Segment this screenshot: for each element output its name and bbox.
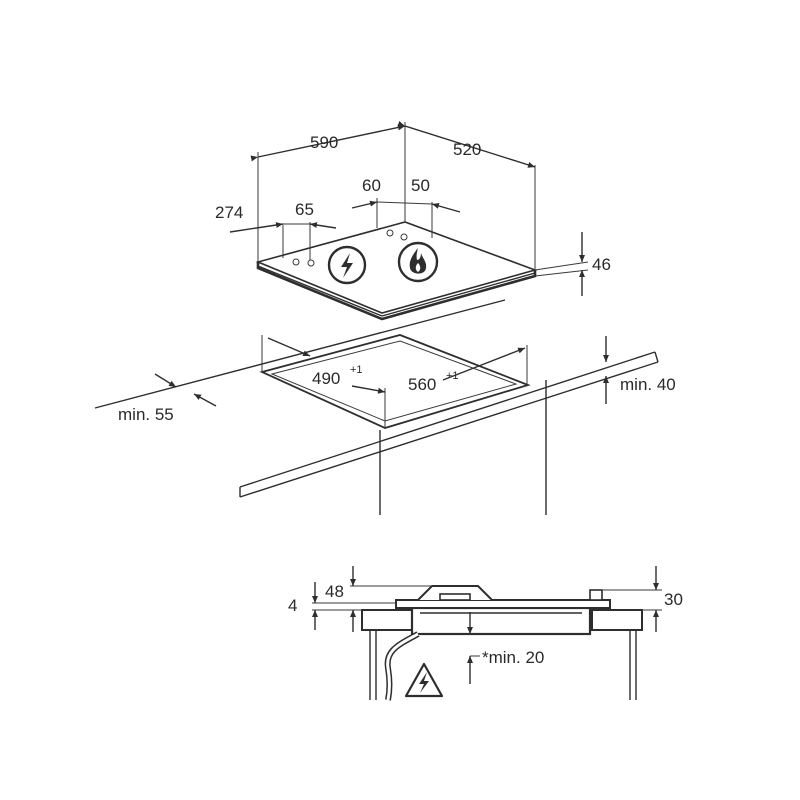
warning-electric-icon [404, 662, 444, 698]
dim-label-490: 490 [312, 369, 340, 388]
electric-hazard-icon [327, 245, 367, 285]
dim-tol-560: +1 [446, 370, 459, 382]
dim-line-520 [397, 121, 536, 168]
dim-label-4: 4 [288, 596, 297, 615]
cutout-opening [259, 334, 531, 429]
side-section-view: 4 48 30 *min. 20 [288, 566, 683, 701]
dim-label-min20: *min. 20 [482, 648, 544, 667]
dim-label-min55: min. 55 [118, 405, 174, 424]
worktop-right-section [591, 609, 643, 631]
dim-label-30: 30 [664, 590, 683, 609]
knob-symbol-3 [386, 229, 394, 237]
hob-plate [255, 221, 538, 314]
dim-line-490 [267, 337, 311, 357]
dim-line-560 [442, 347, 526, 381]
hob-top-unit: 590 520 60 50 274 65 46 [215, 121, 611, 321]
dim-label-274: 274 [215, 203, 243, 222]
hob-body-section [410, 606, 592, 636]
dim-label-560: 560 [408, 375, 436, 394]
hob-plate-section [395, 599, 611, 609]
dim-label-590: 590 [310, 133, 338, 152]
dim-label-min40: min. 40 [620, 375, 676, 394]
dim-label-65: 65 [295, 200, 314, 219]
worktop-cutout: 490 +1 560 +1 min. 55 min. 40 [94, 299, 676, 515]
burner-support [417, 585, 493, 601]
knob-section [589, 589, 603, 601]
dim-tol-490: +1 [350, 364, 363, 376]
knob-symbol-2 [307, 259, 315, 267]
worktop-left-section [361, 609, 413, 631]
dim-label-48: 48 [325, 582, 344, 601]
knob-symbol-4 [400, 233, 408, 241]
dim-label-60: 60 [362, 176, 381, 195]
dim-line-590 [250, 124, 406, 162]
dim-label-520: 520 [453, 140, 481, 159]
dim-label-50: 50 [411, 176, 430, 195]
dim-label-46: 46 [592, 255, 611, 274]
knob-symbol-1 [292, 258, 300, 266]
gas-flame-icon [397, 241, 439, 283]
